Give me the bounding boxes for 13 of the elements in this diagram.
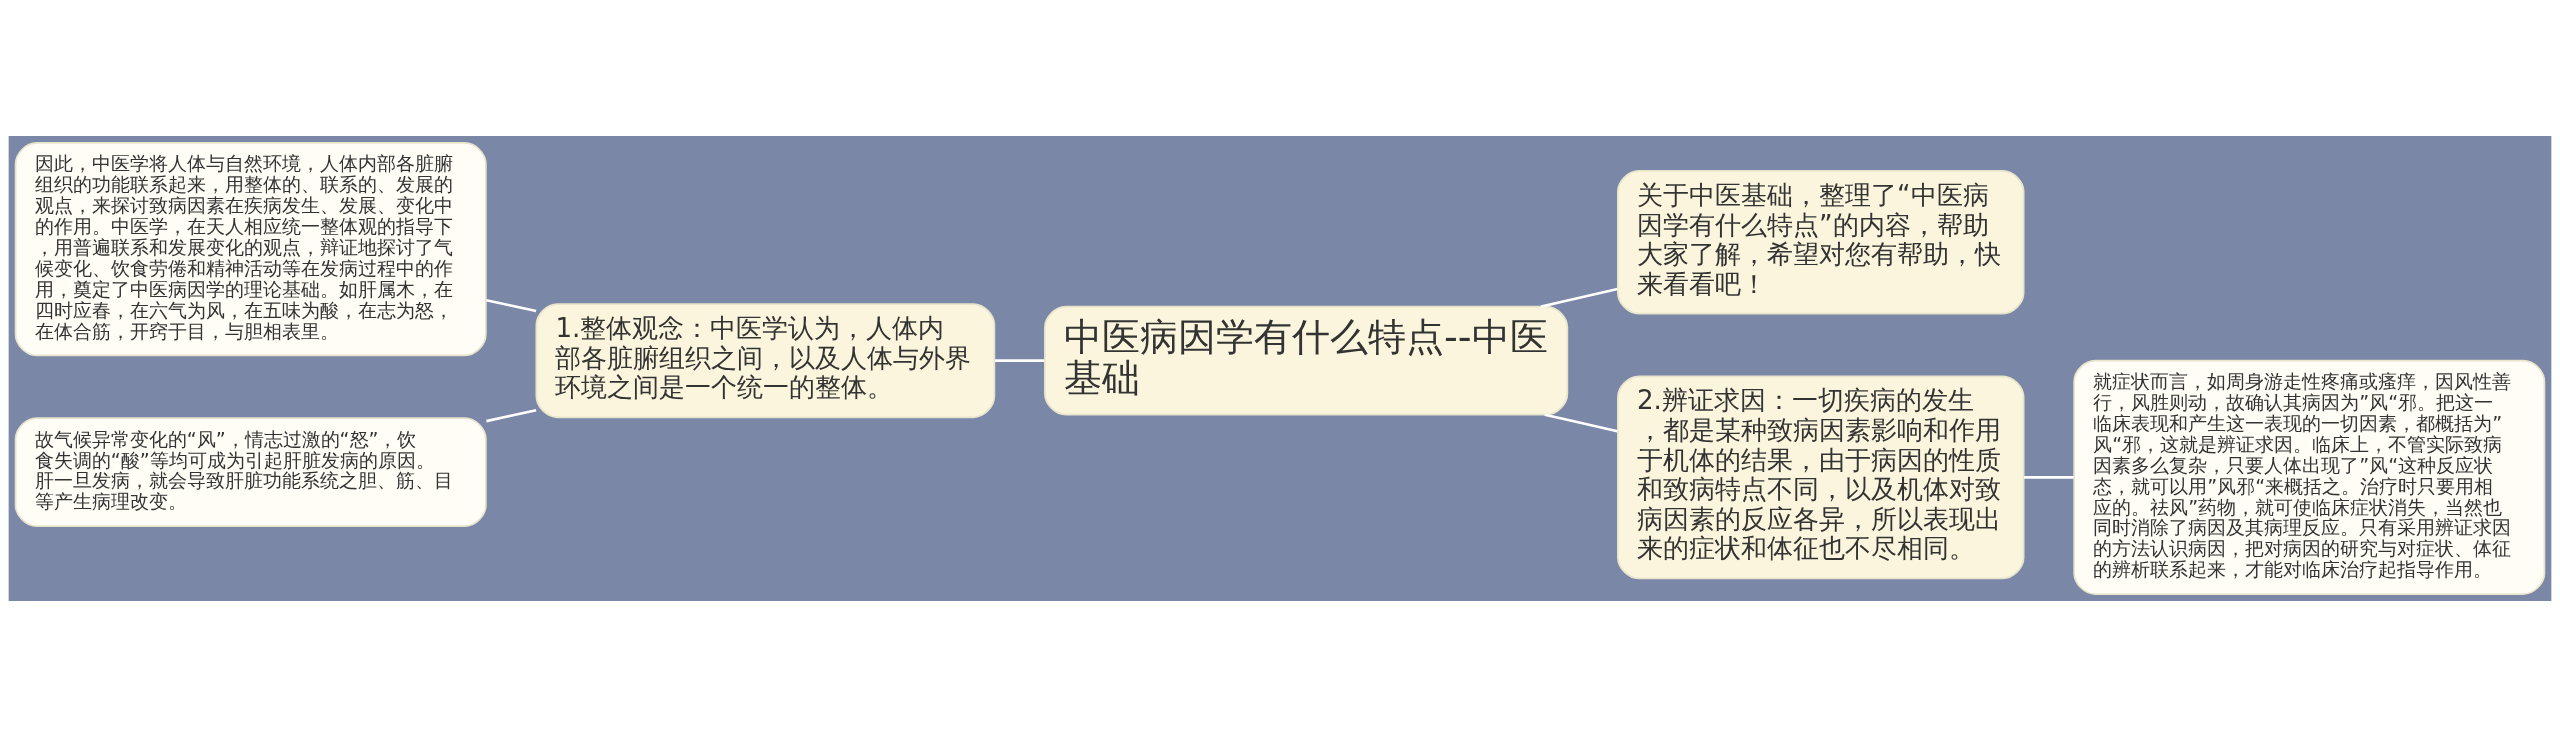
node-box: 因此，中医学将人体与自然环境，人体内部各脏腑组织的功能联系起来，用整体的、联系的、发展的观点，来探讨致病因素在疾病发生、发展、变化中的作用。中医学，在天人相应统一整体观的指导下，用普遍联系和发展变化的观点，辩证地探讨了气候变化、饮食劳倦和精神活动等在发病过程中的作用，奠定了中医病因学的理论基础。如肝属木，在四时应春，在六气为风，在五味为酸，在志为怒，在体合筋，开窍于目，与胆相表里。 — [14, 142, 487, 357]
connector — [2024, 476, 2074, 479]
node-box: 2.辨证求因：一切疾病的发生，都是某种致病因素影响和作用于机体的结果，由于病因的性质和致病特点不同，以及机体对致病因素的反应各异，所以表现出来的症状和体征也不尽相同。 — [1617, 375, 2025, 580]
connector — [1544, 413, 1618, 433]
connector — [994, 359, 1045, 362]
node-box: 故气候异常变化的“风”，情志过激的“怒”，饮食失调的“酸”等均可成为引起肝脏发病的原因。肝一旦发病，就会导致肝脏功能系统之胆、筋、目等产生病理改变。 — [14, 417, 487, 527]
connector — [486, 409, 537, 423]
connector — [1540, 287, 1618, 308]
node-box: 1.整体观念：中医学认为，人体内部各脏腑组织之间，以及人体与外界环境之间是一个统一的整体。 — [535, 303, 996, 419]
connector — [486, 298, 537, 313]
node-box: 就症状而言，如周身游走性疼痛或瘙痒，因风性善行，风胜则动，故确认其病因为”风“邪。把这一临床表现和产生这一表现的一切因素，都概括为”风“邪，这就是辨证求因。临床上，不管实际致病因素多么复杂，只要人体出现了”风“这种反应状态，就可以用”风邪“来概括之。治疗时只要用相应的。祛风”药物，就可使临床症状消失，当然也同时消除了病因及其病理反应。只有采用辨证求因的方法认识病因，把对病因的研究与对症状、体征的辨析联系起来，才能对临床治疗起指导作用。 — [2073, 359, 2546, 595]
node-box: 关于中医基础，整理了“中医病因学有什么特点”的内容，帮助大家了解，希望对您有帮助，快来看看吧！ — [1617, 169, 2025, 315]
node-box: 中医病因学有什么特点--中医基础 — [1044, 305, 1569, 416]
